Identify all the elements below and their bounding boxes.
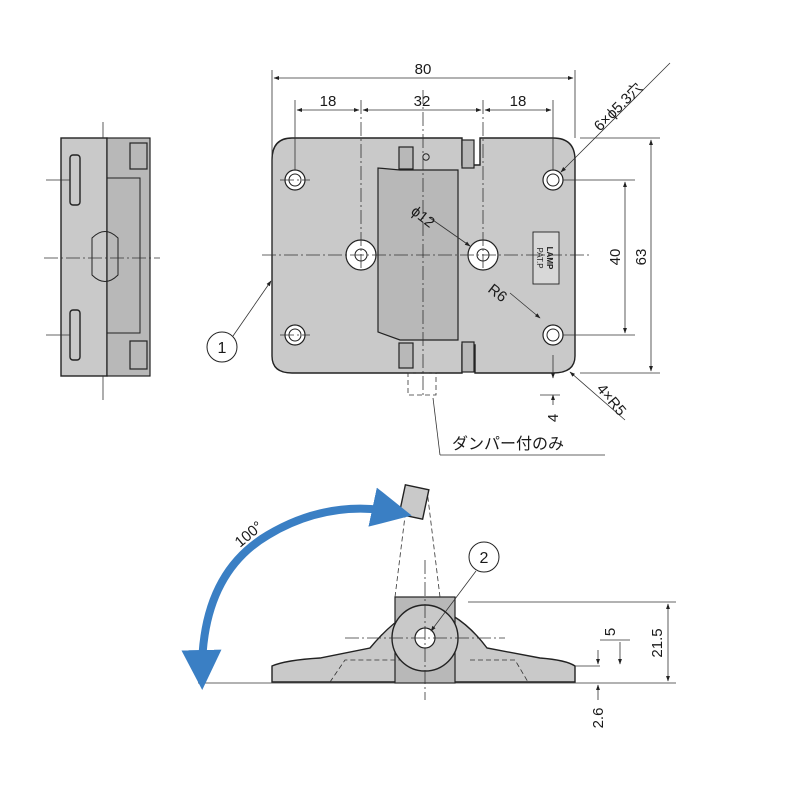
- dim-pitch-right: 18: [510, 93, 527, 110]
- callout-2: 2: [480, 550, 489, 567]
- dim-mount-holes: 6×ϕ5.3穴: [591, 79, 646, 134]
- dim-vertical-pitch: 40: [607, 249, 624, 266]
- dim-damper-offset: 4: [545, 414, 562, 422]
- svg-text:PAT.P: PAT.P: [535, 247, 544, 268]
- svg-text:LAMP: LAMP: [545, 247, 554, 270]
- side-view: 100° 21.5 5 2.6 2: [181, 484, 676, 729]
- dim-overall-width: 80: [415, 61, 432, 78]
- dim-pitch-center: 32: [414, 93, 431, 110]
- damper-only-note: ダンパー付のみ: [452, 434, 564, 453]
- dim-corner-radius: 4×R5: [593, 381, 629, 420]
- callout-1: 1: [218, 340, 227, 357]
- edge-view: [44, 122, 160, 400]
- dim-side-base-thickness: 2.6: [590, 708, 607, 729]
- lamp-logo: LAMP PAT.P: [532, 231, 560, 285]
- dim-side-pin-height: 5: [602, 628, 619, 636]
- front-view: LAMP PAT.P: [262, 90, 590, 396]
- dim-pitch-left: 18: [320, 93, 337, 110]
- dim-overall-height: 63: [633, 249, 650, 266]
- dim-side-height: 21.5: [649, 628, 666, 657]
